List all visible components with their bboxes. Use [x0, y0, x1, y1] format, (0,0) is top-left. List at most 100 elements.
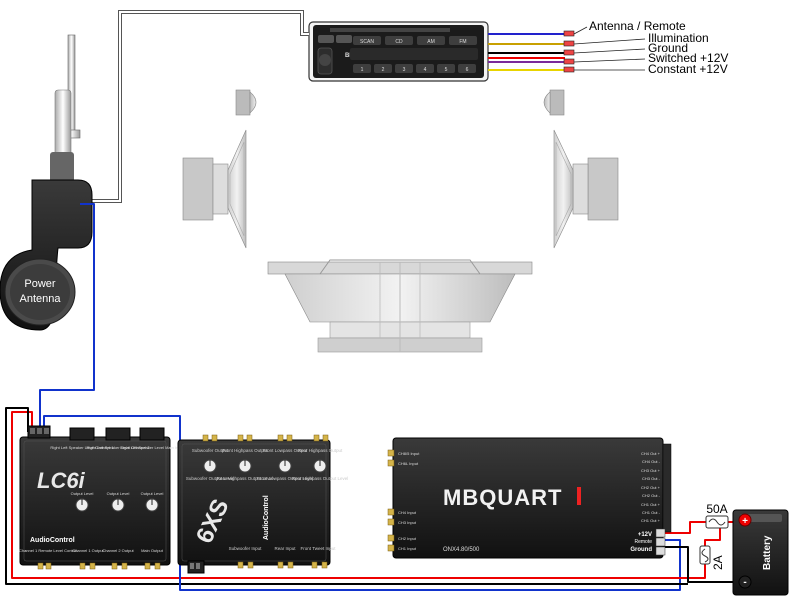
sixxs-bottom-label-2: Rear Input — [274, 546, 296, 551]
wire-label-antenna-remote: Antenna / Remote — [589, 19, 686, 33]
mbquart-amplifier: CH8/5 Input CH6L Input CH4 Input CH3 Inp… — [387, 437, 672, 559]
sixxs-knob-label-3: Front Lowpass Output Level — [257, 476, 313, 481]
amp-output-label-3: CH3 Out + — [641, 468, 661, 473]
power-antenna-label-1: Power — [24, 278, 56, 290]
amp-input-label-2: CH6L Input — [398, 461, 419, 466]
battery-negative: - — [743, 577, 746, 588]
amp-input-label-6: CH1 Input — [398, 546, 417, 551]
battery-label: Battery — [762, 535, 773, 570]
sixxs-top-label-1: Subwoofer Output — [192, 448, 229, 453]
preset-3-label: 3 — [403, 67, 406, 73]
lc6i-bottom-label-3: Channel 2 Output — [102, 548, 134, 553]
tweeter-right — [543, 89, 565, 116]
amp-power-terminals — [655, 528, 666, 556]
lc6i-bottom-label-2: Channel 1 Output — [72, 548, 104, 553]
lc6i-processor: Right Left Speaker Level Channel 1 Right… — [19, 425, 185, 570]
preset-1-label: 1 — [361, 67, 364, 73]
preset-4-label: 4 — [424, 67, 427, 73]
midrange-speaker-left — [182, 129, 247, 249]
tweeter-left — [235, 89, 257, 116]
power-antenna: Power Antenna — [0, 34, 93, 331]
amp-output-label-1: CH4 Out + — [641, 451, 661, 456]
sixxs-knob-label-2: Rear Highpass Output Level — [217, 476, 274, 481]
amp-output-label-4: CH3 Out - — [642, 476, 661, 481]
battery: + - Battery — [732, 509, 789, 596]
amp-rca-inputs — [387, 449, 395, 552]
sixxs-top-label-4: Rear Highpass Output — [298, 448, 343, 453]
lc6i-terminal-block — [27, 425, 51, 439]
wire-6xs-power-red — [195, 560, 706, 579]
lc6i-speaker-inputs — [69, 427, 165, 441]
sixxs-rca-inputs-top — [202, 434, 329, 442]
sixxs-knob-label-4: Rear Highpass Output Level — [292, 476, 349, 481]
sixxs-knob-label-1: Subwoofer Output Level — [186, 476, 234, 481]
lc6i-input-label-2: Right Left Speaker Level Channel 2 — [86, 445, 150, 450]
lc6i-knob-label-1: Output Level — [71, 491, 94, 496]
sixxs-bottom-label-1: Subwoofer Input — [229, 546, 263, 551]
lc6i-knobs — [75, 498, 159, 512]
fuse-50a-label: 50A — [706, 502, 727, 516]
fuse-2a: 2A — [699, 545, 725, 570]
amp-power-label-12v: +12V — [638, 532, 652, 538]
wire-lc6i-ground-black — [5, 407, 195, 585]
amp-output-label-7: CH1 Out + — [641, 502, 661, 507]
lc6i-input-label-1: Right Left Speaker Level Channel 1 — [50, 445, 114, 450]
sixxs-brand: AudioControl — [263, 495, 270, 540]
battery-positive: + — [742, 516, 748, 527]
wire-lc6i-power-red — [11, 411, 195, 579]
preset-2-label: 2 — [382, 67, 385, 73]
wire-label-illumination: Illumination — [648, 31, 709, 45]
preset-6-label: 6 — [466, 67, 469, 73]
button-cd-label: CD — [395, 39, 403, 45]
lc6i-knob-label-3: Output Level — [141, 491, 164, 496]
lc6i-knob-label-2: Output Level — [107, 491, 130, 496]
sixxs-crossover: Subwoofer Output Front Highpass Output F… — [177, 434, 349, 574]
sixxs-rca-bottom — [237, 561, 328, 569]
amp-output-label-8: CH1 Out - — [642, 510, 661, 515]
sixxs-terminal-block — [187, 560, 205, 574]
preset-5-label: 5 — [445, 67, 448, 73]
wire-label-ground: Ground — [648, 41, 688, 55]
midrange-speaker-right — [553, 129, 619, 249]
lc6i-bottom-label-4: Main Output — [141, 548, 164, 553]
subwoofer-speaker — [267, 259, 533, 353]
sixxs-knobs — [203, 459, 327, 473]
amp-speaker-outputs: CH4 Out + CH4 Out - CH3 Out + CH3 Out - … — [641, 451, 661, 523]
harness-connectors — [563, 30, 575, 73]
fuse-50a: 50A — [705, 502, 729, 529]
head-unit-preset-buttons: 1 2 3 4 5 6 — [353, 64, 476, 73]
power-antenna-label-2: Antenna — [20, 293, 62, 305]
amp-power-label-ground: Ground — [630, 547, 652, 553]
amp-input-label-5: CH2 Input — [398, 536, 417, 541]
head-unit-harness: Antenna / Remote Illumination Ground Swi… — [488, 19, 728, 76]
amp-model: ONX4.80/500 — [443, 547, 480, 553]
lc6i-bottom-label-1: Channel 1 Remote Level Control — [19, 548, 77, 553]
fuse-2a-label: 2A — [711, 555, 725, 570]
amp-input-label-3: CH4 Input — [398, 510, 417, 515]
wire-lc6i-remote-blue — [43, 415, 681, 591]
lc6i-input-label-3: Right Left Speaker Level Main Input — [120, 445, 184, 450]
amp-power-label-remote: Remote — [634, 539, 652, 545]
sixxs-top-label-3: Front Lowpass Output — [263, 448, 308, 453]
amp-output-label-5: CH2 Out + — [641, 485, 661, 490]
button-scan-label: SCAN — [360, 39, 374, 45]
lc6i-brand: AudioControl — [30, 537, 75, 544]
head-unit-top-buttons: SCAN CD AM FM — [353, 36, 477, 45]
amp-output-label-6: CH2 Out - — [642, 493, 661, 498]
amp-output-label-9: CH1 Out + — [641, 518, 661, 523]
wire-antenna-remote-blue — [39, 203, 95, 432]
amp-brand: MBQUART — [443, 485, 562, 510]
wire-label-switched-12v: Switched +12V — [648, 51, 728, 65]
head-unit: BMW SCAN CD AM FM 1 2 3 4 5 6 — [308, 21, 489, 82]
amp-input-label-4: CH3 Input — [398, 520, 417, 525]
wire-amp-ground-black — [660, 546, 740, 583]
amp-input-label-1: CH8/5 Input — [398, 451, 420, 456]
sixxs-bottom-label-3: Front Tweet Input — [301, 546, 337, 551]
lc6i-rca-outputs — [37, 562, 161, 570]
wire-amp-power-red — [660, 521, 745, 534]
amp-output-label-2: CH4 Out - — [642, 459, 661, 464]
button-fm-label: FM — [459, 39, 466, 45]
button-am-label: AM — [427, 39, 435, 45]
lc6i-logo: LC6i — [37, 468, 86, 493]
